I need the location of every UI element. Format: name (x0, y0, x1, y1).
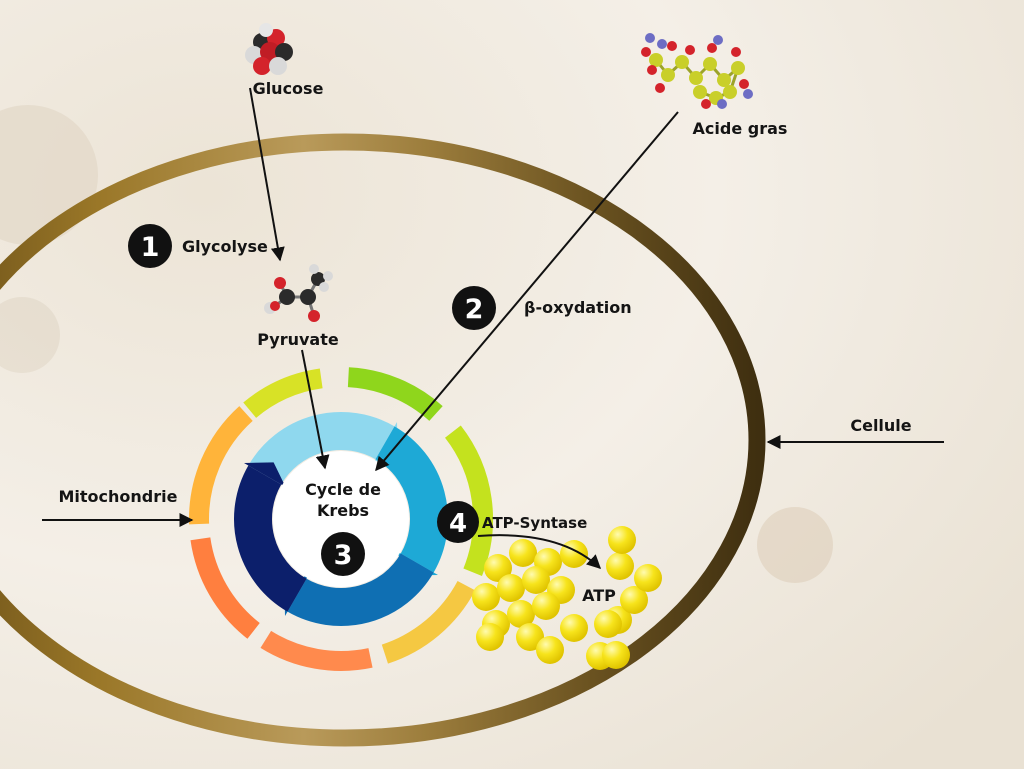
glycolyse-label: Glycolyse (182, 237, 268, 256)
background-blob (0, 297, 60, 373)
fatty-acid-nitrogen (645, 33, 655, 43)
fatty-acid-oxygen (739, 79, 749, 89)
fatty-acid-atom (731, 61, 745, 75)
svg-text:2: 2 (465, 294, 484, 325)
krebs-cycle-center (273, 451, 409, 587)
mitochondrie-label: Mitochondrie (59, 487, 178, 506)
atp-sphere (522, 566, 550, 594)
svg-text:4: 4 (449, 509, 467, 539)
mitochondria-ring-segment (190, 537, 260, 639)
mitochondria-ring-segment (260, 630, 373, 671)
krebs-cycle-segment (374, 426, 448, 573)
fatty-acid-oxygen (685, 45, 695, 55)
svg-text:1: 1 (141, 232, 160, 263)
atp-sphere (472, 583, 500, 611)
krebs-cycle-label-line2: Krebs (317, 501, 369, 520)
mitochondria-ring-segment (243, 368, 323, 419)
fatty-acid-atom (717, 73, 731, 87)
step-badge-3: 3 (321, 532, 365, 576)
step-badge-4: 4 (437, 501, 479, 543)
background-blob (757, 507, 833, 583)
mitochondria-ring-segment (189, 406, 253, 525)
fatty-acid-atom (723, 85, 737, 99)
atp-cluster (472, 526, 662, 670)
beta-oxydation-label: β-oxydation (524, 298, 632, 317)
pyruvate-to-krebs-arrow (301, 349, 330, 470)
krebs-cycle-segment (234, 465, 308, 612)
cell-membrane (0, 133, 766, 747)
fatty-acid-oxygen (707, 43, 717, 53)
atp-sphere (608, 526, 636, 554)
krebs-cycle-arrow-tip (244, 462, 286, 487)
fatty-acid-nitrogen (713, 35, 723, 45)
fatty-acid-oxygen (641, 47, 651, 57)
atp-sphere (560, 614, 588, 642)
fatty-acid-to-krebs-arrow (375, 111, 679, 472)
atp-sphere (634, 564, 662, 592)
atp-sphere (516, 623, 544, 651)
glucose-molecule-icon (245, 23, 293, 75)
glucose-label: Glucose (253, 79, 324, 98)
atp-label: ATP (582, 586, 616, 605)
atp-sphere (497, 574, 525, 602)
fatty-acid-oxygen (667, 41, 677, 51)
atp-sphere (484, 554, 512, 582)
cellule-label: Cellule (850, 416, 911, 435)
step-badge-1: 1 (128, 224, 172, 268)
atp-sphere (536, 636, 564, 664)
acide-gras-label: Acide gras (693, 119, 788, 138)
fatty-acid-atom (661, 68, 675, 82)
svg-text:3: 3 (334, 540, 353, 571)
mitochondria-ring-segment (381, 580, 476, 664)
fatty-acid-nitrogen (717, 99, 727, 109)
fatty-acid-atom (703, 57, 717, 71)
pyruvate-label: Pyruvate (257, 330, 339, 349)
atp-synthase-label: ATP-Syntase (482, 514, 587, 532)
fatty-acid-oxygen (655, 83, 665, 93)
krebs-cycle-segment (287, 552, 434, 626)
atp-sphere (606, 552, 634, 580)
atp-sphere (602, 641, 630, 669)
fatty-acid-molecule-icon (641, 33, 753, 109)
fatty-acid-nitrogen (743, 89, 753, 99)
krebs-cycle-label-line1: Cycle de (305, 480, 381, 499)
fatty-acid-atom (693, 85, 707, 99)
fatty-acid-oxygen (701, 99, 711, 109)
fatty-acid-oxygen (731, 47, 741, 57)
glucose-to-pyruvate-arrow (249, 87, 285, 262)
mitochondria-ring-segment (444, 425, 493, 576)
step-badge-2: 2 (452, 286, 496, 330)
pyruvate-molecule-icon (264, 264, 333, 322)
atp-sphere (594, 610, 622, 638)
atp-sphere (532, 592, 560, 620)
atp-sphere (509, 539, 537, 567)
fatty-acid-oxygen (647, 65, 657, 75)
fatty-acid-atom (649, 53, 663, 67)
fatty-acid-atom (689, 71, 703, 85)
atp-sphere (560, 540, 588, 568)
atp-sphere (507, 600, 535, 628)
fatty-acid-nitrogen (657, 39, 667, 49)
fatty-acid-atom (675, 55, 689, 69)
atp-synthase-arrow (477, 534, 602, 569)
atp-sphere (476, 623, 504, 651)
atp-sphere (620, 586, 648, 614)
